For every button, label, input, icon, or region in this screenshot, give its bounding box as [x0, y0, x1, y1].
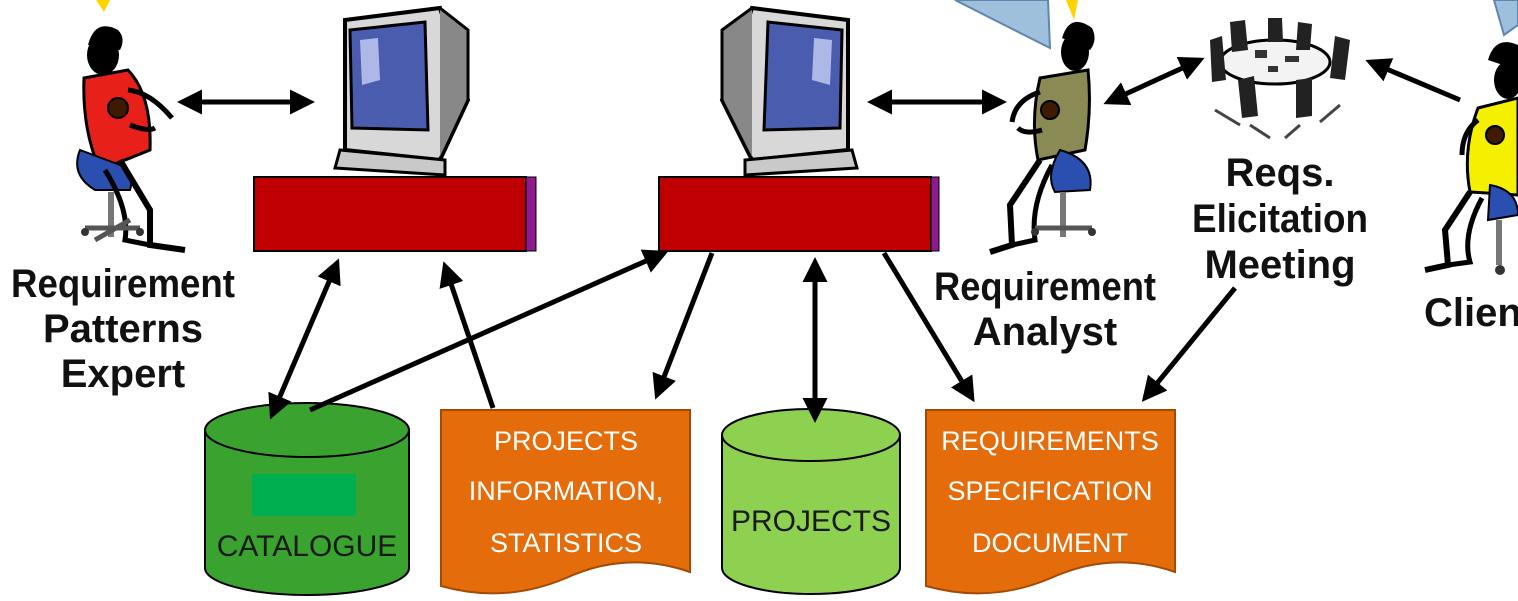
- expert-label-line-3: Expert: [61, 352, 186, 396]
- catalogue-inner-block: [252, 474, 356, 516]
- arrow-catalogue-toolmid: [308, 249, 669, 413]
- projects-info-line-2: INFORMATION,: [469, 476, 663, 506]
- expert-label-line-2: Patterns: [43, 307, 203, 351]
- speech-callout-analyst: [954, 0, 1052, 50]
- req-spec-line-2: SPECIFICATION: [947, 476, 1152, 506]
- sparkle-icon: [96, 0, 110, 12]
- req-spec-line-3: DOCUMENT: [972, 528, 1128, 558]
- meeting-label-line-2: Elicitation: [1192, 197, 1368, 241]
- meeting-label-line-3: Meeting: [1204, 243, 1355, 287]
- projects-label: PROJECTS: [731, 505, 891, 538]
- arrow-catalogue-toolleft: [268, 258, 341, 420]
- arrow-meeting-spec: [1141, 286, 1237, 402]
- tool-bar-middle: [658, 176, 932, 252]
- req-spec-document: [925, 409, 1176, 595]
- analyst-label-line-1: Requirement: [934, 265, 1156, 309]
- projects-info-document: [440, 409, 691, 595]
- req-spec-line-1: REQUIREMENTS: [941, 426, 1159, 456]
- projects-store: [721, 408, 901, 595]
- arrow-analyst-meeting: [1103, 56, 1205, 106]
- patterns-expert-figure: [76, 26, 186, 253]
- catalogue-label: CATALOGUE: [217, 530, 398, 563]
- catalogue-store: [204, 402, 410, 596]
- computer-icon: [333, 5, 471, 177]
- analyst-label-line-2: Analyst: [973, 310, 1118, 354]
- tool-bar-left-edge: [525, 176, 537, 252]
- expert-label-line-1: Requirement: [11, 262, 235, 306]
- meeting-label-line-1: Reqs.: [1226, 151, 1335, 195]
- analyst-figure: [989, 21, 1096, 255]
- arrow-client-meeting: [1365, 58, 1461, 103]
- projects-info-line-1: PROJECTS: [494, 426, 638, 456]
- arrow-toolmid-projinfo: [652, 252, 715, 400]
- tool-bar-left: [253, 176, 527, 252]
- arrow-toolmid-spec: [881, 251, 975, 403]
- computer-icon: [719, 5, 859, 177]
- projects-info-line-3: STATISTICS: [490, 528, 642, 558]
- speech-callout-client: [1492, 0, 1518, 37]
- client-label: Client: [1424, 291, 1518, 335]
- sparkle-icon: [1066, 0, 1078, 20]
- client-figure: [1424, 42, 1518, 275]
- tool-bar-middle-edge: [930, 176, 940, 252]
- meeting-table-icon: [1210, 18, 1350, 140]
